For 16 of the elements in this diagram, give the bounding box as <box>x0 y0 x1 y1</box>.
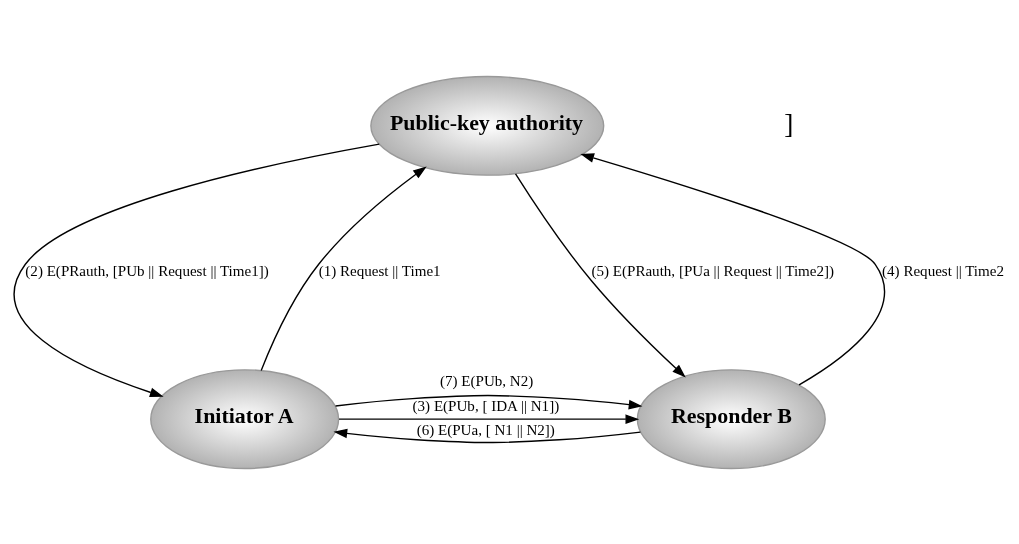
arrow <box>514 172 686 377</box>
arrow <box>334 394 643 409</box>
label: ] <box>784 108 794 139</box>
edge-label: (4) Request || Time2 <box>882 262 1004 279</box>
edge-label: (5) E(PRauth, [PUa || Request || Time2]) <box>591 262 835 279</box>
arrow <box>333 428 642 443</box>
arrow <box>338 413 640 424</box>
edge-label: (7) E(PUb, N2) <box>440 372 534 389</box>
arrow <box>580 152 885 385</box>
node-ellipse: Responder B <box>636 368 826 469</box>
edge-label: (3) E(PUb, [ IDA || N1]) <box>412 397 560 414</box>
edge-label: (2) E(PRauth, [PUb || Request || Time1]) <box>25 262 269 279</box>
edge-label: (6) E(PUa, [ N1 || N2]) <box>416 421 555 438</box>
edge-label: (1) Request || Time1 <box>318 262 441 279</box>
arrow <box>13 142 380 397</box>
arrow <box>260 165 427 371</box>
